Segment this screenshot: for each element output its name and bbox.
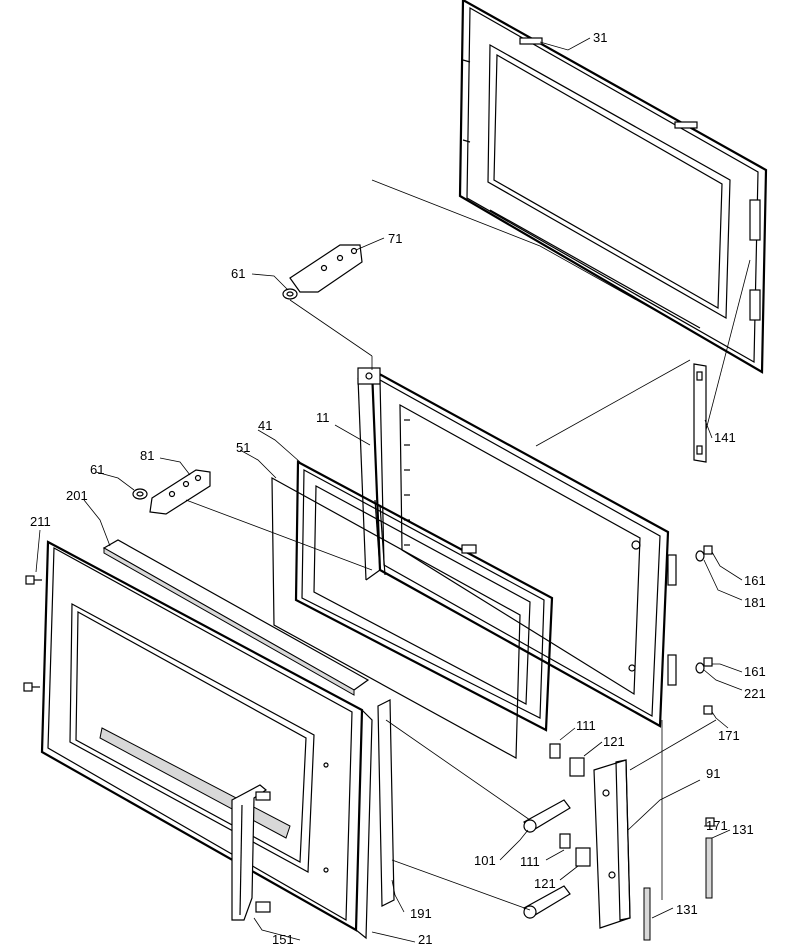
part-61-nut-lower	[132, 488, 148, 500]
part-141-latch-plate	[693, 363, 707, 463]
callout-121-top: 121	[603, 734, 625, 749]
callout-61-top: 61	[231, 266, 245, 281]
part-71-hinge-bracket	[289, 244, 363, 293]
callout-171-lower: 171	[706, 818, 728, 833]
callout-151: 151	[272, 932, 294, 945]
callout-201: 201	[66, 488, 88, 503]
part-221-washer	[695, 662, 705, 674]
part-121-bushing-lower	[575, 847, 591, 867]
part-131-spring-upper	[705, 837, 713, 899]
part-201-top-strip	[102, 539, 370, 696]
callout-101: 101	[474, 853, 496, 868]
callout-41: 41	[258, 418, 272, 433]
leader-lines	[35, 37, 751, 943]
callout-161-lower: 161	[744, 664, 766, 679]
part-191-side-strip	[377, 699, 395, 907]
callout-141: 141	[714, 430, 736, 445]
part-161-screw-lower	[703, 657, 713, 667]
frame-stitching	[404, 419, 410, 546]
part-181-washer	[695, 550, 705, 562]
callout-121-lower: 121	[534, 876, 556, 891]
callout-191: 191	[410, 906, 432, 921]
callout-181: 181	[744, 595, 766, 610]
part-101-arm-upper	[523, 799, 571, 833]
callout-61-lower: 61	[90, 462, 104, 477]
callout-221: 221	[744, 686, 766, 701]
callout-81: 81	[140, 448, 154, 463]
part-211-screw-lower	[23, 682, 40, 692]
part-121-bushing-upper	[569, 757, 585, 777]
part-41-choke-frame	[294, 460, 554, 732]
callout-labels: 31 71 61 11 141 41 81 51 61 201 211 161 …	[30, 30, 766, 945]
part-161-screw-upper	[703, 545, 713, 555]
callout-31: 31	[593, 30, 607, 45]
callout-111-lower: 111	[520, 854, 540, 869]
part-11-door-frame	[357, 367, 677, 728]
part-31-inner-panel	[458, 0, 768, 374]
callout-111-top: 111	[576, 718, 596, 733]
callout-131-top: 131	[732, 822, 754, 837]
part-151-handle	[231, 784, 271, 921]
callout-11: 11	[316, 410, 330, 425]
callout-91: 91	[706, 766, 720, 781]
part-61-nut-top	[282, 288, 298, 300]
part-111-pin-upper	[549, 743, 561, 759]
part-51-glass-film	[271, 476, 521, 759]
part-111-pin-lower	[559, 833, 571, 849]
part-171-screw-upper	[703, 705, 713, 715]
callout-161-top: 161	[744, 573, 766, 588]
callout-21: 21	[418, 932, 432, 945]
callout-211: 211	[30, 514, 51, 529]
callout-71: 71	[388, 231, 402, 246]
part-131-spring-lower	[643, 887, 651, 941]
part-81-hinge-bracket	[149, 469, 211, 515]
part-91-hinge-rail	[593, 759, 631, 929]
part-211-screw-upper	[25, 575, 42, 585]
callout-171-top: 171	[718, 728, 740, 743]
callout-51: 51	[236, 440, 250, 455]
callout-131-lower: 131	[676, 902, 698, 917]
